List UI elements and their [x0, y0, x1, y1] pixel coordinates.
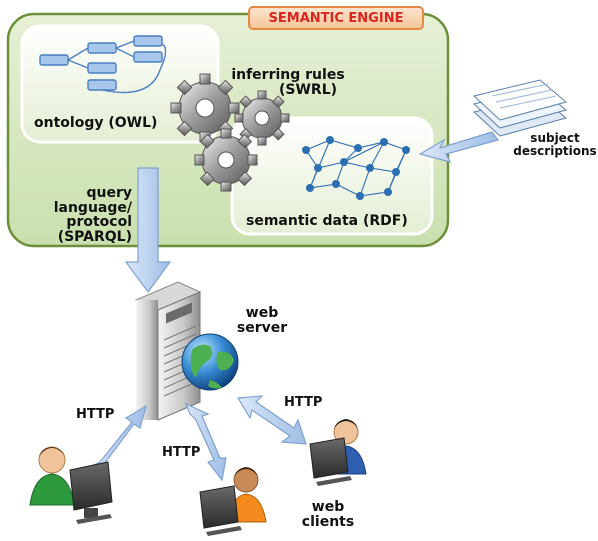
rdf-nodes	[302, 136, 410, 200]
subject-line1: subject	[530, 131, 580, 145]
documents-icon	[472, 79, 568, 137]
web-server-label: web server	[232, 306, 292, 335]
web-clients-label: web clients	[298, 500, 358, 529]
ontology-panel	[20, 24, 220, 144]
clients-line2: clients	[301, 513, 355, 530]
query-arrow	[124, 167, 172, 294]
semantic-engine-title: SEMANTIC ENGINE	[248, 6, 424, 30]
server-tower-icon	[134, 281, 202, 421]
http-label-right: HTTP	[284, 395, 323, 410]
monitor-right-icon	[309, 437, 352, 486]
semantic-data-label: semantic data (RDF)	[246, 213, 408, 229]
rules-label-line2: (SWRL)	[278, 81, 338, 98]
ontology-label: ontology (OWL)	[34, 115, 158, 131]
subject-line2: descriptions	[513, 143, 597, 158]
rules-label: inferring rules (SWRL)	[228, 68, 348, 97]
http-arrow-middle	[184, 402, 227, 482]
query-line1: query	[86, 185, 132, 201]
query-line3: protocol	[66, 214, 132, 231]
globe-icon	[181, 333, 239, 391]
http-label-left: HTTP	[76, 407, 115, 422]
subject-descriptions-label: subject descriptions	[512, 132, 598, 157]
rules-label-line1: inferring rules	[231, 67, 345, 83]
http-arrow-right	[236, 395, 307, 445]
query-label: query language/ protocol (SPARQL)	[50, 186, 132, 245]
http-label-middle: HTTP	[162, 445, 201, 460]
server-line1: web	[245, 305, 279, 321]
query-line4: (SPARQL)	[57, 229, 132, 246]
query-line2: language/	[53, 199, 132, 216]
clients-line1: web	[311, 499, 345, 515]
monitor-left-icon	[69, 461, 113, 524]
server-line2: server	[236, 319, 288, 336]
ontology-tree-icon	[39, 35, 167, 94]
client-user-left	[29, 446, 75, 506]
monitor-middle-icon	[199, 485, 242, 536]
gears-icon	[170, 73, 290, 192]
subject-to-data-arrow	[418, 131, 500, 163]
